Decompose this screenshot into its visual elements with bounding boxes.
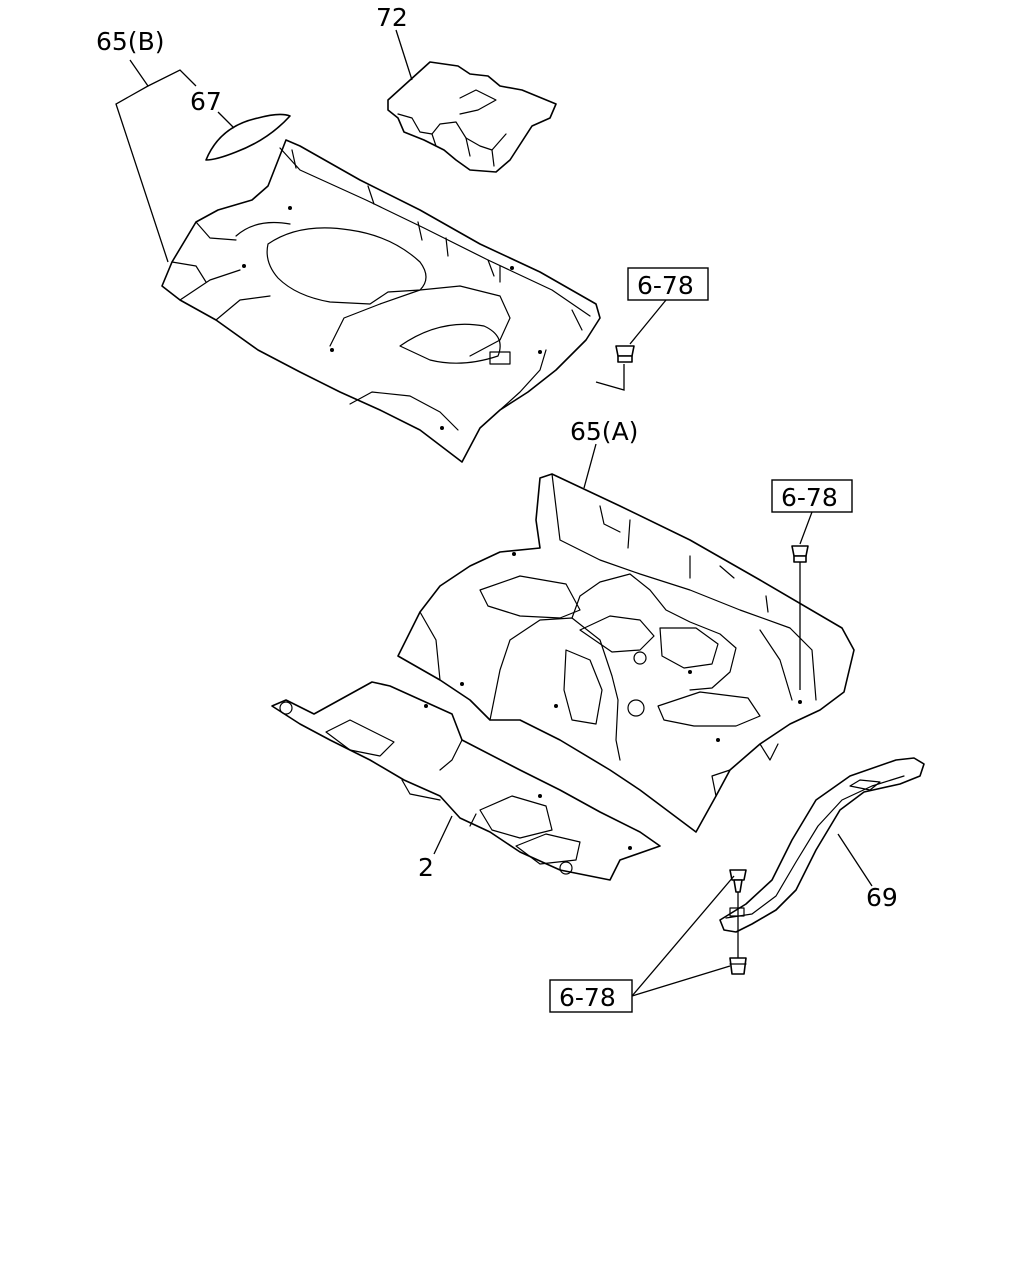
part-2-front-mat	[271, 681, 661, 881]
ref-box-mid: 6-78	[771, 479, 853, 513]
part-65a-floor-carpet	[397, 473, 855, 833]
ref-box-upper: 6-78	[627, 267, 709, 301]
part-67-pad	[205, 113, 291, 161]
ref-box-lower: 6-78	[549, 979, 633, 1013]
callout-69: 69	[866, 883, 898, 912]
fastener-upper-right	[615, 345, 635, 363]
callout-65a: 65(A)	[570, 417, 638, 446]
ref-label-mid: 6-78	[781, 483, 838, 512]
callout-2: 2	[418, 853, 434, 882]
fastener-mid-right	[791, 545, 809, 563]
callout-67: 67	[190, 87, 222, 116]
fastener-sill-screw	[729, 869, 747, 893]
part-72-mat	[387, 61, 557, 173]
ref-label-lower: 6-78	[559, 983, 616, 1012]
part-65b-rear-mat	[161, 139, 601, 463]
callout-65b: 65(B)	[96, 27, 164, 56]
callout-72: 72	[376, 3, 408, 32]
ref-label-upper: 6-78	[637, 271, 694, 300]
leader-lines	[115, 29, 873, 997]
fastener-sill-clip	[729, 957, 747, 975]
part-69-sill-plate	[719, 757, 925, 933]
